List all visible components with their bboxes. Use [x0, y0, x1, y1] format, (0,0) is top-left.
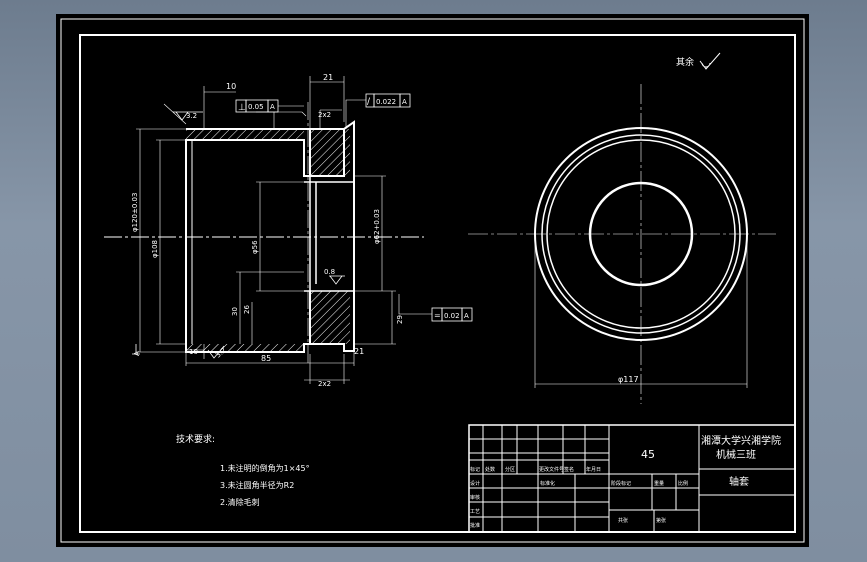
- svg-text:工艺: 工艺: [470, 509, 480, 515]
- svg-text:A: A: [270, 103, 275, 111]
- svg-text:标记: 标记: [470, 466, 480, 473]
- svg-text:设计: 设计: [470, 480, 480, 487]
- svg-text:=: =: [434, 311, 441, 320]
- svg-text:45: 45: [641, 448, 655, 461]
- svg-text:更改文件号: 更改文件号: [539, 466, 564, 473]
- svg-text:分区: 分区: [505, 466, 515, 473]
- svg-text:A: A: [464, 312, 469, 320]
- svg-text:φ120±0.03: φ120±0.03: [131, 193, 139, 232]
- side-view: φ117: [468, 84, 776, 404]
- svg-text:A: A: [402, 98, 407, 106]
- svg-text:审核: 审核: [470, 494, 480, 501]
- svg-text:2x2: 2x2: [318, 380, 331, 388]
- svg-text:0.022: 0.022: [376, 98, 396, 106]
- svg-text:阶段标记: 阶段标记: [611, 480, 631, 487]
- svg-text:湘潭大学兴湘学院: 湘潭大学兴湘学院: [701, 434, 781, 447]
- svg-text:批准: 批准: [470, 522, 480, 529]
- svg-text:φ117: φ117: [618, 375, 639, 384]
- svg-text:30: 30: [231, 307, 239, 316]
- svg-text:29: 29: [396, 315, 404, 324]
- hatch-flange-bottom: [186, 344, 304, 352]
- svg-text:共张: 共张: [618, 517, 628, 524]
- svg-text:其余: 其余: [676, 56, 694, 68]
- svg-text:第张: 第张: [656, 517, 666, 524]
- inner-frame: [79, 34, 796, 533]
- hatch-bottom: [310, 291, 350, 344]
- drawing-sheet: 其余: [56, 14, 809, 547]
- svg-text:处数: 处数: [485, 466, 495, 473]
- tech-requirements: 技术要求: 1.未注明的倒角为1×45° 3.未注圆角半径为R2 2.清除毛刺: [176, 433, 310, 507]
- svg-text:0.8: 0.8: [324, 268, 335, 276]
- hatch-flange-top: [186, 129, 304, 140]
- svg-text:⊥: ⊥: [238, 103, 246, 113]
- front-view: 10 21 2x2 3.2 ⊥ 0.05 A ∕ 0.022 A φ120±0.…: [104, 73, 473, 388]
- svg-text:3.未注圆角半径为R2: 3.未注圆角半径为R2: [220, 480, 294, 490]
- roughness-symbol-icon: [699, 52, 721, 70]
- svg-text:机械三班: 机械三班: [716, 448, 756, 461]
- title-block: 45 湘潭大学兴湘学院 机械三班 轴套 标记 处数 分区 更改文件号 签名 年月…: [468, 424, 796, 533]
- svg-text:轴套: 轴套: [729, 475, 749, 488]
- svg-text:1.未注明的倒角为1×45°: 1.未注明的倒角为1×45°: [220, 463, 310, 473]
- svg-text:2.清除毛刺: 2.清除毛刺: [220, 497, 260, 507]
- svg-text:21: 21: [323, 73, 333, 82]
- svg-text:10: 10: [226, 82, 236, 91]
- svg-text:A: A: [133, 351, 141, 356]
- svg-text:比例: 比例: [678, 480, 688, 487]
- svg-text:10: 10: [189, 348, 198, 356]
- svg-text:2x2: 2x2: [318, 111, 331, 119]
- svg-text:85: 85: [261, 354, 271, 363]
- svg-text:年月日: 年月日: [586, 466, 601, 473]
- svg-text:技术要求:: 技术要求:: [176, 433, 215, 445]
- svg-text:φ56: φ56: [251, 240, 259, 254]
- svg-text:26: 26: [243, 305, 251, 314]
- svg-text:0.02: 0.02: [444, 312, 460, 320]
- surface-note: 其余: [676, 52, 721, 70]
- svg-text:21: 21: [354, 347, 364, 356]
- svg-text:∕: ∕: [367, 97, 371, 107]
- svg-text:3.2: 3.2: [186, 112, 197, 120]
- hatch-top: [310, 129, 350, 176]
- svg-text:标准化: 标准化: [540, 480, 555, 487]
- svg-text:重量: 重量: [654, 480, 664, 487]
- svg-text:φ108: φ108: [151, 240, 159, 258]
- outer-frame: [60, 18, 805, 543]
- svg-text:0.05: 0.05: [248, 103, 264, 111]
- svg-text:签名: 签名: [564, 466, 574, 473]
- svg-text:φ62+0.03: φ62+0.03: [373, 209, 381, 244]
